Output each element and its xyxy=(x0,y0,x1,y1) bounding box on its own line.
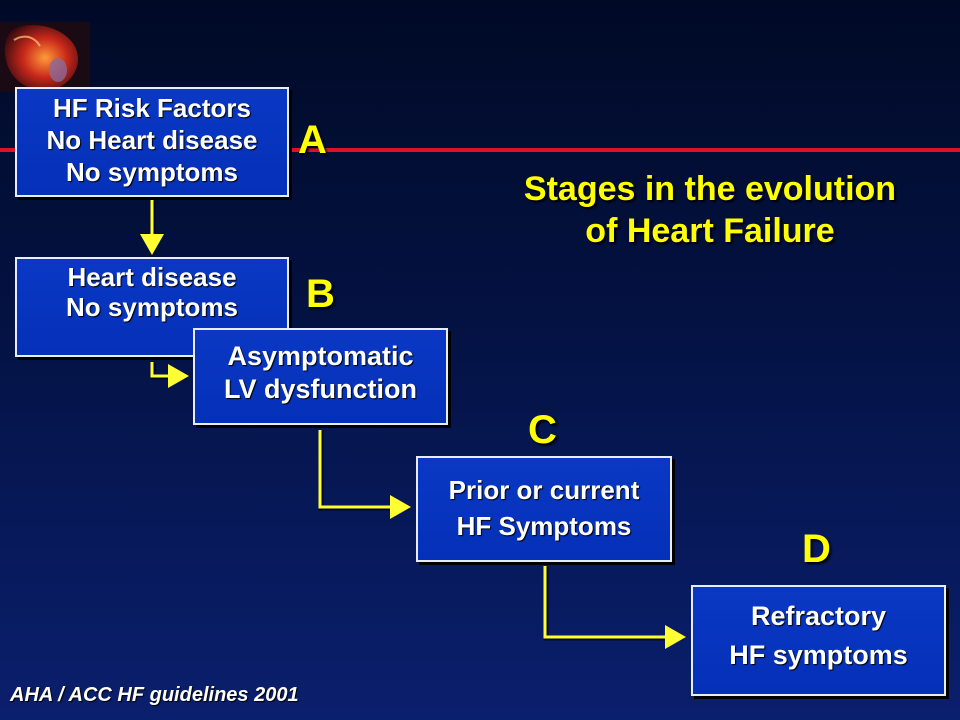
box-c-line-2: HF Symptoms xyxy=(456,511,632,541)
stage-c-label: C xyxy=(528,408,557,452)
arrow-c-to-d xyxy=(543,566,686,649)
title-line-2: of Heart Failure xyxy=(585,212,835,250)
box-b2-line-2: LV dysfunction xyxy=(224,374,417,404)
footnote: AHA / ACC HF guidelines 2001 xyxy=(10,684,299,706)
box-d-line-1: Refractory xyxy=(750,601,887,631)
box-b-line-1: Heart disease xyxy=(67,262,237,292)
box-b-line-2: No symptoms xyxy=(66,292,238,322)
title-line-1: Stages in the evolution xyxy=(523,170,897,208)
slide-title: Stages in the evolution of Heart Failure xyxy=(470,168,950,252)
risk-factors-box: HF Risk Factors No Heart disease No symp… xyxy=(15,87,289,197)
lv-dysfunction-box: Asymptomatic LV dysfunction xyxy=(193,328,448,425)
arrow-b-to-lv xyxy=(150,362,189,388)
refractory-box: Refractory HF symptoms xyxy=(691,585,946,696)
arrow-lv-to-c xyxy=(318,430,411,519)
box-a-line-2: No Heart disease xyxy=(46,125,258,155)
box-a-line-3: No symptoms xyxy=(66,157,238,187)
stage-d-label: D xyxy=(802,527,831,571)
stage-a-label: A xyxy=(298,118,327,162)
stage-b-label: B xyxy=(306,272,335,316)
box-a-line-1: HF Risk Factors xyxy=(53,93,251,123)
hf-symptoms-box: Prior or current HF Symptoms xyxy=(416,456,672,562)
heart-image xyxy=(0,22,90,92)
box-d-line-2: HF symptoms xyxy=(729,640,908,670)
box-c-line-1: Prior or current xyxy=(448,475,640,505)
divider-line xyxy=(0,148,960,152)
box-b2-line-1: Asymptomatic xyxy=(227,341,414,371)
